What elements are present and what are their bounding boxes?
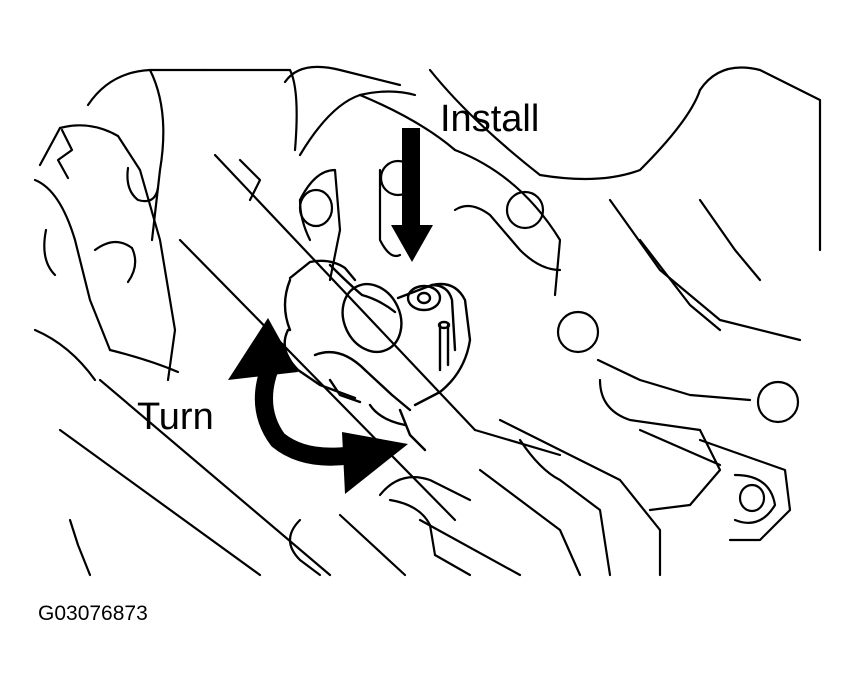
turn-label: Turn <box>137 396 214 438</box>
lower-casting <box>68 428 582 577</box>
figure-id: G03076873 <box>38 602 148 625</box>
upper-housing <box>283 65 702 282</box>
install-arrow <box>391 128 433 262</box>
turn-arrow <box>228 318 408 494</box>
crankshaft-sensor <box>283 259 472 452</box>
install-label: Install <box>440 98 540 140</box>
right-block <box>453 66 822 577</box>
main-shaft <box>33 68 522 577</box>
left-housing <box>33 68 207 382</box>
